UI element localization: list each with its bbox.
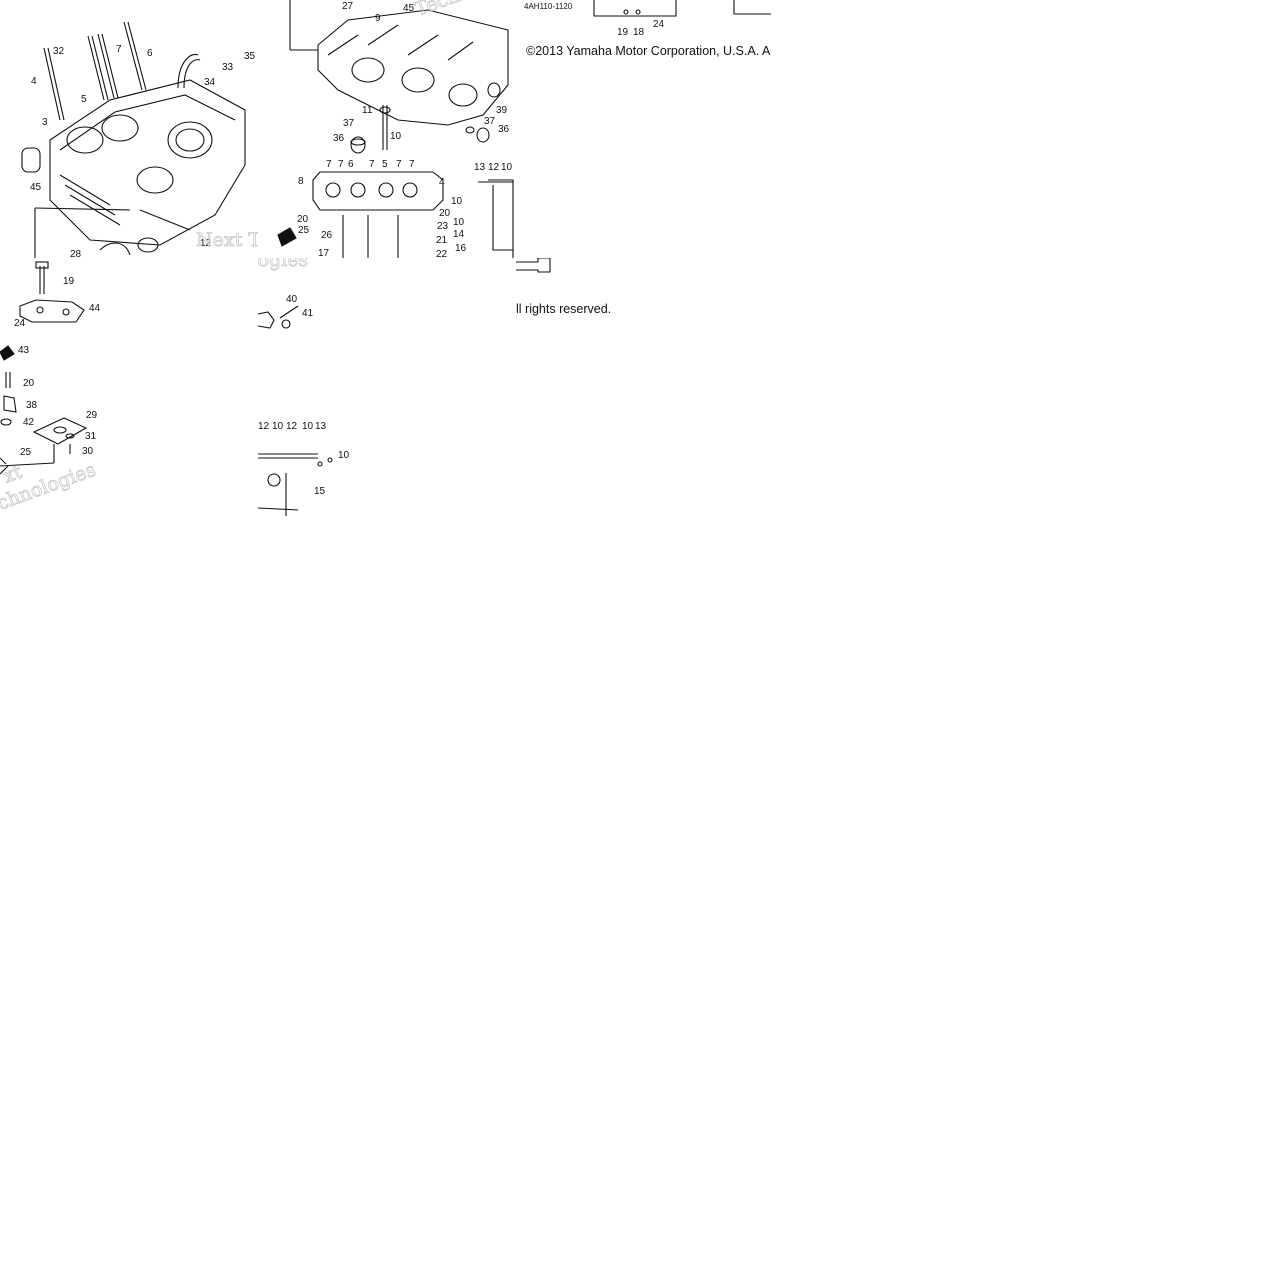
small-parts-drawing: 19 44 24 43 20 38 29 42 31 25 30 chnolog…	[0, 261, 101, 515]
callout-label: 30	[82, 446, 94, 457]
callout-label: 45	[30, 182, 42, 193]
callout-label: 4	[31, 76, 37, 87]
drawing-code: 4AH110-1120	[524, 2, 573, 11]
callout-label: 5	[81, 94, 87, 105]
callout-label: 3	[42, 117, 48, 128]
callout-label: 7	[116, 44, 122, 55]
callout-label: 16	[455, 243, 467, 254]
callout-label: 28	[70, 249, 82, 258]
callout-label: 12	[488, 162, 500, 173]
callout-label: 5	[382, 159, 388, 170]
callout-label: 25	[20, 447, 32, 458]
callout-label: 12	[258, 421, 270, 432]
fastener-view-tile: 40 41 12 10 12 10 13 10 15 ologies	[258, 258, 516, 516]
callout-label: 33	[222, 62, 234, 73]
callout-label: 12	[286, 421, 298, 432]
callout-label: 24	[653, 19, 665, 30]
crankcase-lower-view-tile: 27 45 9 11 10 37 36 39 37 36 7 7 6 7 5 7…	[258, 0, 516, 258]
callout-label: 10	[338, 450, 350, 461]
callout-label: 18	[633, 27, 645, 38]
rights-text: ll rights reserved.	[516, 302, 612, 316]
callout-label: 10	[390, 131, 402, 142]
callout-label: 10	[302, 421, 314, 432]
callout-label: 44	[89, 303, 101, 314]
callout-label: 40	[286, 294, 298, 305]
callout-label: 36	[333, 133, 345, 144]
callout-label: 10	[501, 162, 513, 173]
callout-label: 37	[484, 116, 496, 127]
callout-label: 7	[338, 159, 344, 170]
watermark: ologies	[258, 258, 308, 271]
callout-label: 10	[272, 421, 284, 432]
callout-label: 42	[23, 417, 35, 428]
callout-label: 37	[343, 118, 355, 129]
callout-label: 7	[369, 159, 375, 170]
callout-label: 29	[86, 410, 98, 421]
callout-label: 27	[342, 1, 354, 12]
callout-label: 23	[437, 221, 449, 232]
callout-label: 22	[436, 249, 448, 258]
callout-label: 15	[314, 486, 326, 497]
callout-label: 12	[200, 238, 212, 249]
watermark: Techno	[412, 0, 484, 21]
crankcase-upper-view-tile: 32 7 6 35 33 34 4 5 3 45 28 12 Next Te	[0, 0, 258, 258]
watermark: Next Te	[196, 229, 258, 251]
callout-label: 20	[439, 208, 451, 219]
callout-label: 43	[18, 345, 30, 356]
rights-drawing	[516, 258, 551, 273]
callout-label: 7	[396, 159, 402, 170]
callout-label: 34	[204, 77, 216, 88]
callout-label: 26	[321, 230, 333, 241]
callout-label: 6	[147, 48, 153, 59]
callout-label: 25	[298, 225, 310, 236]
callout-label: 19	[63, 276, 75, 287]
callout-label: 9	[375, 13, 381, 24]
callout-label: 14	[453, 229, 465, 240]
crankcase-lower-drawing: 27 45 9 11 10 37 36 39 37 36 7 7 6 7 5 7…	[277, 0, 514, 258]
callout-label: 7	[326, 159, 332, 170]
callout-label: 13	[315, 421, 327, 432]
callout-label: 19	[617, 27, 629, 38]
callout-label: 7	[409, 159, 415, 170]
callout-label: 24	[14, 318, 26, 329]
callout-label: 41	[302, 308, 314, 319]
callout-label: 31	[85, 431, 97, 442]
callout-label: 17	[318, 248, 330, 258]
callout-label: 32	[53, 46, 65, 57]
callout-label: 20	[297, 214, 309, 225]
crankcase-upper-drawing: 32 7 6 35 33 34 4 5 3 45 28 12 Next Te	[21, 21, 258, 258]
callout-label: 36	[498, 124, 510, 135]
copyright-tile: 4AH110-1120 19 18 24 ©2013 Yamaha Motor …	[516, 0, 774, 258]
callout-label: 11	[362, 105, 373, 116]
copyright-drawing: 4AH110-1120 19 18 24	[524, 0, 771, 38]
callout-label: 45	[403, 3, 415, 14]
callout-label: 10	[451, 196, 463, 207]
callout-label: 13	[474, 162, 486, 173]
fastener-drawing: 40 41 12 10 12 10 13 10 15 ologies	[258, 258, 350, 516]
copyright-text: ©2013 Yamaha Motor Corporation, U.S.A. A	[526, 44, 771, 58]
rights-tile: ll rights reserved.	[516, 258, 774, 516]
callout-label: 38	[26, 400, 38, 411]
callout-label: 8	[298, 176, 304, 187]
callout-label: 21	[436, 235, 448, 246]
callout-label: 4	[439, 177, 445, 188]
callout-label: 6	[348, 159, 354, 170]
callout-label: 39	[496, 105, 508, 116]
callout-label: 35	[244, 51, 256, 62]
small-parts-view-tile: 19 44 24 43 20 38 29 42 31 25 30 chnolog…	[0, 258, 258, 516]
callout-label: 10	[453, 217, 465, 228]
callout-label: 20	[23, 378, 35, 389]
